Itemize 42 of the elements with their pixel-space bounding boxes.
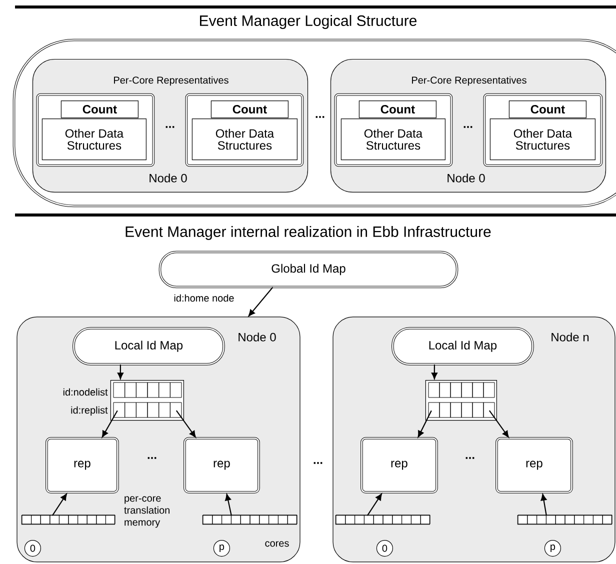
node-label: Node 0 (150, 174, 187, 182)
arrow (176, 410, 196, 438)
ellipsis: ... (466, 457, 474, 459)
count-box: Count (60, 100, 138, 118)
rep-box: rep (360, 437, 438, 494)
arrow (540, 494, 547, 516)
arrow (117, 364, 124, 380)
rep-box: rep (46, 437, 119, 494)
count-box: Count (358, 100, 436, 118)
edge-label: id:home node (172, 293, 236, 303)
section-heading: Event Manager Logical Structure (200, 15, 417, 29)
row-label: id:nodelist (63, 388, 108, 396)
memory-array (202, 514, 298, 525)
memory-array (21, 514, 116, 525)
annotation-text: per-core translation memory (124, 496, 170, 528)
annotation-text: cores (265, 541, 289, 547)
arrow (248, 286, 274, 316)
rep-box: rep (184, 437, 260, 494)
arrow (431, 364, 438, 380)
count-box: Count (508, 100, 586, 118)
ellipsis: ... (314, 462, 322, 464)
id-table (425, 380, 497, 421)
rep-box: rep (496, 437, 573, 494)
count-box: Count (210, 100, 288, 118)
arrow (225, 494, 232, 516)
ellipsis: ... (166, 126, 174, 128)
memory-array (335, 514, 430, 525)
arrow (102, 410, 118, 438)
panel-heading: Per-Core Representatives (114, 76, 228, 86)
ellipsis: ... (148, 457, 156, 459)
arrow (366, 494, 382, 516)
memory-array (517, 514, 612, 525)
arrow (52, 494, 67, 516)
ellipsis: ... (316, 116, 324, 118)
node-label: Node n (552, 332, 589, 342)
row-label: id:replist (71, 406, 108, 416)
panel-heading: Per-Core Representatives (412, 76, 526, 86)
node-label: Node 0 (238, 332, 276, 342)
arrow (488, 410, 509, 438)
ellipsis: ... (464, 126, 472, 128)
node-label: Node 0 (448, 174, 485, 182)
arrow (418, 410, 432, 438)
